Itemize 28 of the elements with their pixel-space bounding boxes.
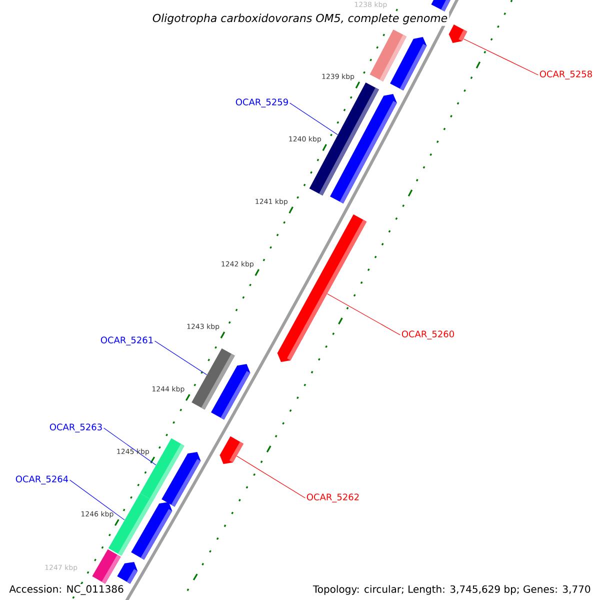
gene-feature xyxy=(162,452,201,507)
leader-line xyxy=(104,428,156,466)
title: Oligotropha carboxidovorans OM5, complete genome xyxy=(150,12,450,26)
leader-line xyxy=(290,102,338,136)
leader-line xyxy=(154,340,208,376)
gene-feature xyxy=(92,549,121,584)
leader-line xyxy=(70,480,125,520)
gene-feature xyxy=(431,0,454,12)
leader-line xyxy=(326,293,401,336)
accession-text: Accession: NC_011386 xyxy=(8,584,125,596)
gene-feature xyxy=(330,94,397,204)
gene-label: OCAR_5260 xyxy=(402,330,454,340)
gene-label: OCAR_5262 xyxy=(306,494,359,502)
gene-label: OCAR_5259 xyxy=(236,98,288,108)
gene-feature xyxy=(117,562,138,584)
gene-feature xyxy=(210,364,250,420)
genome-info-text: Topology: circular; Length: 3,745,629 bp; Genes: 3,770 xyxy=(312,584,592,596)
gene-label: OCAR_5261 xyxy=(100,336,153,346)
gene-label: OCAR_5258 xyxy=(540,70,592,80)
leader-line xyxy=(463,38,538,76)
gene-feature xyxy=(277,214,367,362)
gene-label: OCAR_5264 xyxy=(16,476,68,484)
gene-feature xyxy=(448,24,468,43)
gene-feature xyxy=(131,502,172,560)
leader-line xyxy=(236,456,306,498)
gene-label: OCAR_5263 xyxy=(50,424,102,432)
gene-feature xyxy=(220,436,244,464)
gene-feature xyxy=(390,37,427,90)
